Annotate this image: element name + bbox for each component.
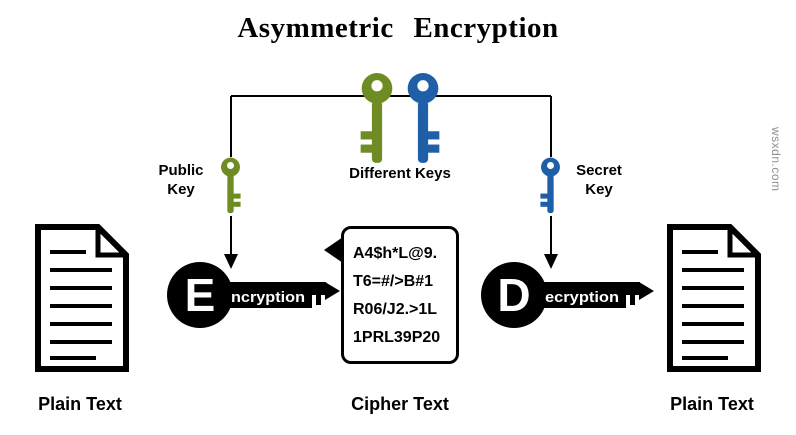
cipher-line: A4$h*L@9. bbox=[353, 245, 438, 262]
secret-key-label: Secret Key bbox=[576, 162, 622, 198]
watermark: wsxdn.com bbox=[769, 127, 783, 192]
key-hole bbox=[371, 80, 383, 92]
encryption-key-icon: E ncryption bbox=[167, 262, 340, 328]
key-hole bbox=[547, 162, 554, 169]
decryption-initial: D bbox=[497, 269, 530, 321]
document-icon-right bbox=[667, 224, 761, 372]
key-hole bbox=[227, 162, 234, 169]
big-key-green-icon bbox=[360, 73, 393, 163]
diagram-title: Asymmetric Encryption bbox=[237, 12, 559, 44]
decrypt-arrow-head bbox=[544, 254, 558, 269]
secret-key-icon bbox=[540, 157, 560, 214]
plain-text-label-right: Plain Text bbox=[670, 394, 754, 414]
cipher-box-tail bbox=[324, 237, 343, 263]
cipher-line: T6=#/>B#1 bbox=[353, 273, 434, 290]
cipher-line: 1PRL39P20 bbox=[353, 329, 441, 346]
cipher-line: R06/J2.>1L bbox=[353, 301, 438, 318]
decryption-key-icon: D ecryption bbox=[481, 262, 654, 328]
cipher-text-label: Cipher Text bbox=[351, 394, 449, 414]
public-key-icon bbox=[221, 157, 241, 214]
encryption-rest-label: ncryption bbox=[231, 289, 305, 306]
cipher-text-box: A4$h*L@9. T6=#/>B#1 R06/J2.>1L 1PRL39P20 bbox=[341, 226, 459, 364]
document-icon-left bbox=[35, 224, 129, 372]
different-keys-label: Different Keys bbox=[349, 165, 451, 182]
encrypt-arrow-head bbox=[224, 254, 238, 269]
decryption-rest-label: ecryption bbox=[545, 289, 619, 306]
big-key-blue-icon bbox=[407, 73, 440, 163]
encryption-initial: E bbox=[185, 269, 216, 321]
public-key-label: Public Key bbox=[158, 162, 204, 198]
key-hole bbox=[417, 80, 429, 92]
plain-text-label-left: Plain Text bbox=[38, 394, 122, 414]
